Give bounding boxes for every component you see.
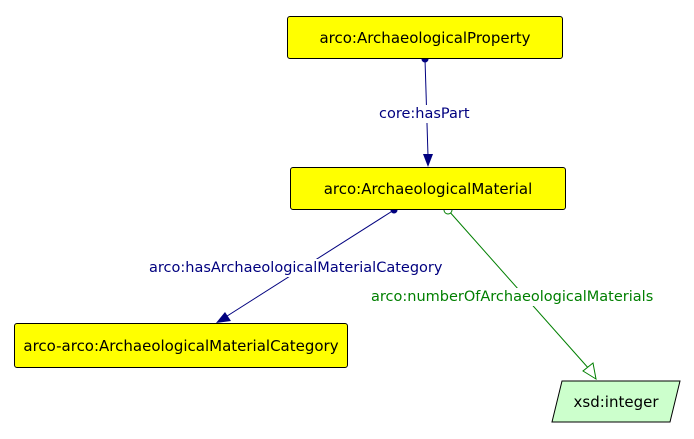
edge-label-number-of-materials: arco:numberOfArchaeologicalMaterials [370,288,655,306]
node-archaeological-property[interactable]: arco:ArchaeologicalProperty [287,16,563,59]
edge-label-has-part: core:hasPart [378,105,471,123]
edge-has-category-arrowhead [216,312,231,323]
node-material-category[interactable]: arco-arco:ArchaeologicalMaterialCategory [14,323,348,368]
xsd-integer-shape [551,380,681,423]
node-xsd-integer-label: xsd:integer [573,392,659,411]
node-archaeological-material-label: arco:ArchaeologicalMaterial [323,179,533,198]
node-xsd-integer[interactable]: xsd:integer [552,381,680,422]
node-material-category-label: arco-arco:ArchaeologicalMaterialCategory [23,336,339,355]
node-archaeological-property-label: arco:ArchaeologicalProperty [319,28,531,47]
node-archaeological-material[interactable]: arco:ArchaeologicalMaterial [290,167,566,210]
edge-label-has-material-category: arco:hasArchaeologicalMaterialCategory [148,259,444,277]
edge-number-of-materials-arrowhead [582,362,597,381]
edge-has-part-arrowhead [423,154,433,167]
